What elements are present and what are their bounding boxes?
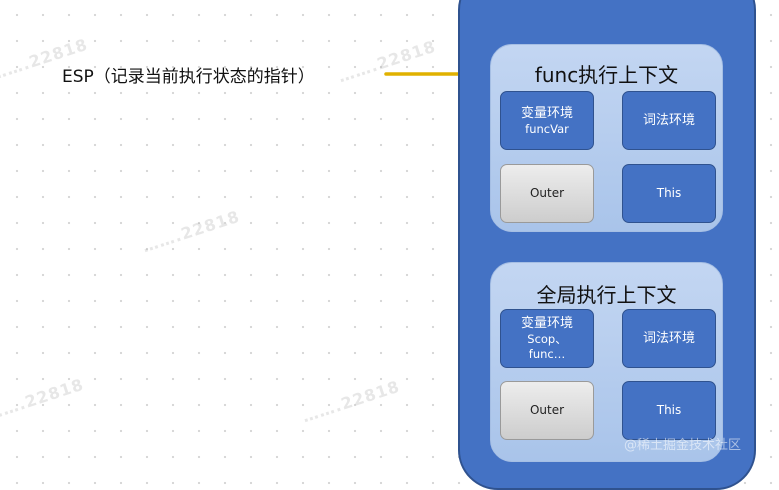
global-variable-environment-value: func… [528, 347, 566, 361]
func-variable-environment: 变量环境 funcVar [500, 91, 594, 150]
global-this: This [622, 381, 716, 440]
watermark: …….22818 [299, 376, 403, 427]
func-lexical-environment-label: 词法环境 [642, 113, 695, 128]
func-outer: Outer [500, 164, 594, 223]
global-variable-environment-label: 变量环境 [520, 316, 573, 331]
func-variable-environment-label: 变量环境 [520, 105, 573, 121]
global-context-title: 全局执行上下文 [536, 283, 677, 307]
esp-label: ESP（记录当前执行状态的指针） [62, 67, 315, 87]
func-lexical-environment: 词法环境 [622, 91, 716, 150]
global-outer: Outer [500, 381, 594, 440]
site-credit: @稀土掘金技术社区 [624, 438, 742, 453]
func-outer-label: Outer [529, 186, 565, 200]
global-variable-environment-value: Scop、 [527, 332, 567, 346]
global-lexical-environment: 词法环境 [622, 309, 716, 368]
global-outer-label: Outer [529, 403, 565, 417]
global-lexical-environment-label: 词法环境 [642, 331, 695, 346]
watermark: …….22818 [139, 206, 243, 257]
func-context-title: func执行上下文 [534, 63, 679, 87]
func-variable-environment-value: funcVar [525, 121, 569, 136]
func-this-label: This [656, 186, 682, 200]
global-this-label: This [656, 403, 682, 417]
global-variable-environment: 变量环境 Scop、 func… [500, 309, 594, 368]
watermark: …….22818 [0, 374, 87, 425]
func-this: This [622, 164, 716, 223]
